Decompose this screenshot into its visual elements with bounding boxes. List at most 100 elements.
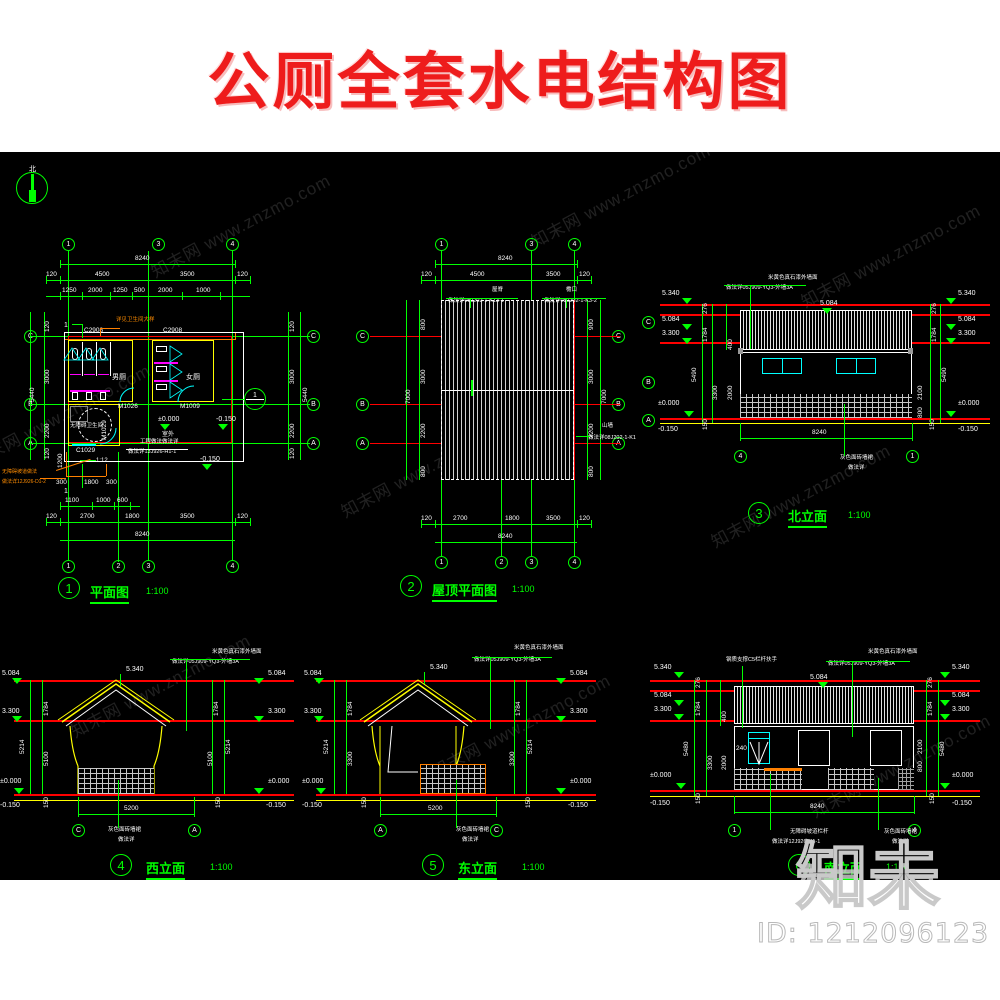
drawing-west-elevation: 5.084 3.300 ±0.000 -0.150 5.084 3.300 ±0…	[0, 642, 320, 880]
level-label: 3.300	[952, 706, 970, 713]
dim-vert: 150	[929, 793, 936, 804]
dim-vert: 150	[215, 797, 222, 808]
plinth-hatch	[78, 768, 154, 794]
roof-face-outline	[734, 686, 914, 724]
dim-bay: 800	[420, 466, 427, 477]
dim-bay: 800	[588, 466, 595, 477]
grid-bubble-3: 3	[525, 238, 538, 251]
dim-vert: 2100	[917, 739, 924, 754]
grid-bubble-A: A	[188, 824, 201, 837]
note-plinth: 灰色面砖墙裙	[884, 829, 918, 835]
dim-vert: 3300	[347, 751, 354, 766]
grid-bubble-1: 1	[62, 560, 75, 573]
window-label-c2908: C2908	[84, 327, 104, 334]
caption-scale-5: 1:100	[522, 862, 545, 872]
level-label: 3.300	[958, 330, 976, 337]
turning-circle	[78, 408, 112, 442]
window-label-c2908: C2908	[163, 327, 183, 334]
room-men	[68, 340, 133, 402]
note-wall-finish: 米黄色真石漆外墙面	[514, 645, 564, 651]
grid-bubble-A: A	[356, 437, 369, 450]
grid-bubble-4: 4	[226, 238, 239, 251]
dim-vert: 800	[917, 407, 924, 418]
section-mark-1: 1	[64, 488, 68, 495]
fixture-urinal	[100, 348, 106, 360]
dim-vert: 1784	[515, 701, 522, 716]
drawing-north-elevation: 5.340 5.084 3.300 ±0.000 -0.150 5.340 5.…	[640, 272, 1000, 612]
dim-vert: 5480	[939, 741, 946, 756]
grid-bubble-2: 2	[495, 556, 508, 569]
plinth-hatch	[898, 768, 914, 790]
caption-name-3: 北立面	[788, 506, 828, 528]
note-wall-finish: 米黄色真石漆外墙面	[212, 649, 262, 655]
level-label: 5.084	[654, 692, 672, 699]
level-label: -0.150	[658, 426, 678, 433]
caption-scale-2: 1:100	[512, 584, 535, 594]
drawing-south-elevation: 5.340 5.084 3.300 ±0.000 -0.150 5.340 5.…	[630, 642, 1000, 880]
dim-vert: 150	[43, 797, 50, 808]
dim-bay: 2700	[80, 513, 95, 520]
roof-note-code-eave: 做法详08J202-1-K3-2	[544, 298, 597, 304]
dim-vert: 400	[727, 339, 734, 350]
ridge-level: 5.340	[126, 666, 144, 673]
drawing-floor-plan: 北 1 3 4 1 2 3 4 C B A C B A	[0, 152, 340, 622]
dim-overall-bottom: 8240	[135, 531, 150, 538]
note-plinth-code: 做法详	[892, 839, 909, 845]
caption-scale-6: 1:100	[886, 862, 909, 872]
dim-bay: 3500	[546, 271, 561, 278]
plinth-hatch	[828, 768, 874, 790]
grid-bubble-1: 1	[435, 238, 448, 251]
dim-small: 1200	[57, 453, 64, 468]
note-stall-detail: 详见卫生间大样	[116, 317, 155, 323]
grid-bubble-4: 4	[734, 450, 747, 463]
dim-sub: 1000	[196, 287, 211, 294]
dim-bay: 2200	[420, 423, 427, 438]
roof-face-outline	[740, 310, 912, 350]
dim-bay: 800	[420, 319, 427, 330]
cad-canvas: 知末网 www.znzmo.com 知末网 www.znzmo.com 知末网 …	[0, 152, 1000, 880]
note-ramp-railing-code: 做法详12J926-H1-1	[772, 839, 821, 845]
dim-overall-left: 5440	[29, 387, 36, 402]
dim-vert: 150	[361, 797, 368, 808]
dim-edge: 120	[421, 271, 432, 278]
ridge-level: 5.084	[810, 674, 828, 681]
grid-bubble-3: 3	[152, 238, 165, 251]
dim-bay: 2200	[44, 423, 51, 438]
roof-note-head-gable: 山墙	[602, 423, 614, 429]
dim-vert: 1784	[43, 701, 50, 716]
dim-vert: 400	[721, 711, 728, 722]
dim-sub: 1100	[65, 497, 79, 504]
grid-bubble-A: A	[374, 824, 387, 837]
outer-edge	[64, 332, 244, 462]
dim-vert: 276	[702, 303, 709, 314]
dim-bay: 4500	[95, 271, 110, 278]
level-label: ±0.000	[570, 778, 592, 785]
room-label-men: 男厕	[112, 374, 126, 381]
level-marker: -0.150	[200, 456, 220, 463]
roof-face-hatch	[734, 686, 914, 724]
note-wall-finish-code: 做法详05J909-YQ3-外墙3A	[474, 657, 541, 663]
caption-bubble-5: 5	[422, 854, 444, 876]
level-label: ±0.000	[650, 772, 672, 779]
dim-vert: 1784	[213, 701, 220, 716]
asset-id-label: ID: 1212096123	[756, 918, 990, 950]
drawing-east-elevation: 5.084 3.300 ±0.000 -0.150 5.084 3.300 ±0…	[300, 642, 620, 880]
fixture-wc	[156, 366, 167, 372]
dim-bay: 900	[588, 319, 595, 330]
dim-bay: 3500	[180, 513, 195, 520]
plinth-hatch	[420, 764, 486, 794]
grid-bubble-1: 1	[62, 238, 75, 251]
footer-bar: 知未 ID: 1212096123	[0, 834, 1000, 1000]
level-label: ±0.000	[268, 778, 290, 785]
dim-overall-right: 7000	[601, 389, 608, 404]
level-label: 3.300	[654, 706, 672, 713]
room-label-accessible: 无障碍卫生间	[70, 423, 104, 429]
caption-bubble-4: 4	[110, 854, 132, 876]
north-arrow: 北	[14, 166, 50, 206]
level-label: ±0.000	[302, 778, 324, 785]
level-label: 5.084	[268, 670, 286, 677]
note-construction-code: 做法详13J926-H1-1	[128, 449, 177, 455]
dim-sub: 2000	[158, 287, 173, 294]
title-banner: 公厕全套水电结构图	[0, 0, 1000, 152]
grid-bubble-4: 4	[226, 560, 239, 573]
